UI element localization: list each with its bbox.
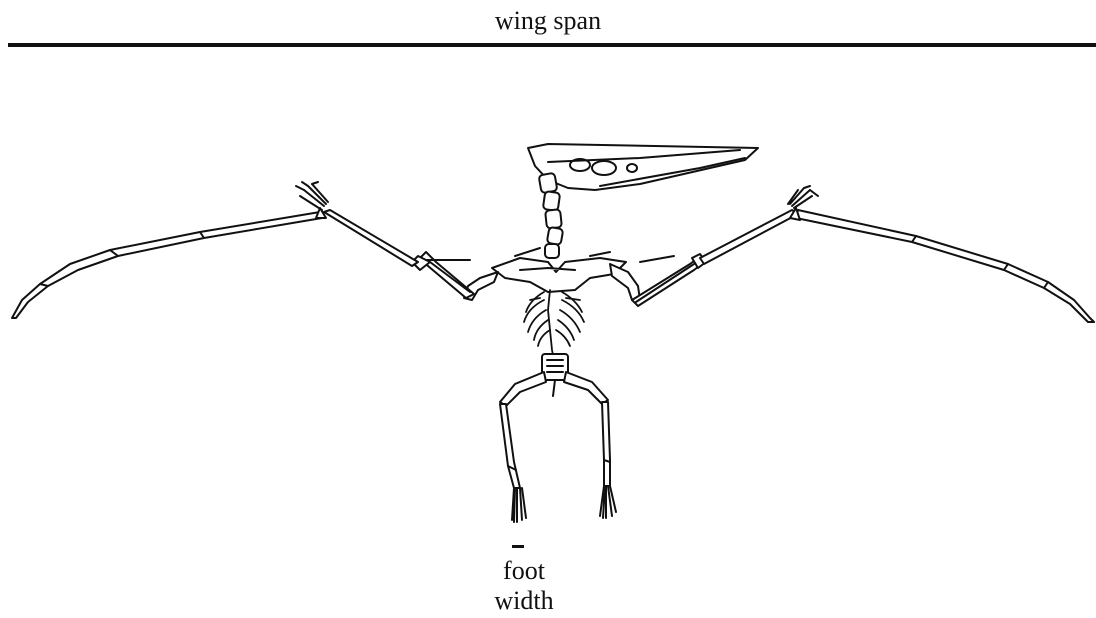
foot-width-label-line2: width: [478, 586, 570, 616]
pelvis: [542, 354, 568, 396]
left-leg: [500, 372, 546, 522]
right-wing: [610, 186, 1094, 322]
skull: [528, 144, 758, 190]
foot-width-bar: [512, 545, 524, 548]
right-leg: [564, 372, 616, 518]
left-wing: [12, 182, 498, 318]
ribcage: [524, 290, 584, 360]
foot-width-label: foot width: [478, 556, 570, 616]
foot-width-label-line1: foot: [478, 556, 570, 586]
